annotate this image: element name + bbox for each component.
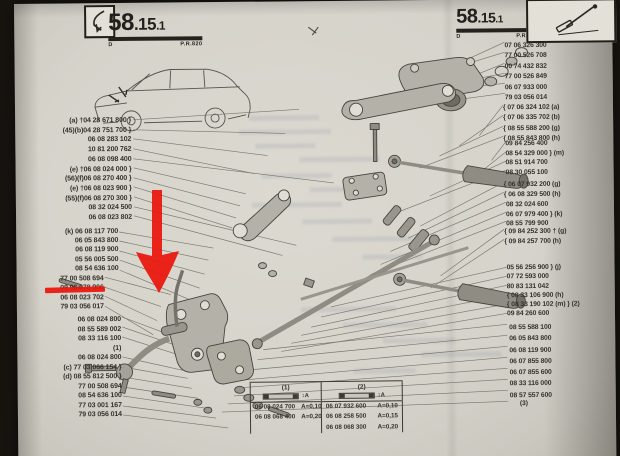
shim-thickness: A=0,20 bbox=[377, 423, 399, 431]
shim-table-2-header: (2) ↕A bbox=[321, 382, 402, 403]
shim-row: 06 08 068 400 A=0,20 bbox=[251, 412, 322, 423]
part-number-row: 06 08 119 900 bbox=[75, 246, 119, 254]
footnote-ref: (3) bbox=[519, 400, 528, 408]
part-number-row: 06 08 024 800 bbox=[77, 353, 122, 362]
shim-tables: (1) ↕A 06 08 024 700 A=0,10 06 08 068 40… bbox=[249, 380, 404, 434]
print-mark-icon bbox=[307, 26, 319, 36]
part-number-row: 09 96 078 906 bbox=[60, 284, 104, 292]
shim-table-2-rows: 06 07 932 600 A=0,10 06 08 258 500 A=0,1… bbox=[322, 401, 402, 433]
shim-part-number: 06 08 024 700 bbox=[254, 403, 296, 411]
part-number-row: { 07 06 335 702 (b) bbox=[503, 113, 560, 121]
shim-part-number: 06 08 258 500 bbox=[325, 413, 367, 421]
part-number-row: 79 03 056 017 bbox=[60, 303, 104, 311]
dimension-label: ↕A bbox=[301, 393, 309, 400]
car-sketch bbox=[94, 68, 251, 132]
shim-part-number: 06 08 068 400 bbox=[254, 413, 296, 422]
part-number-row: { 09 84 257 700 (h) bbox=[504, 237, 562, 245]
catalog-page: 58.15.1 D P.R.820 58.15.1 D P.R.820 bbox=[14, 0, 617, 456]
part-number-row: (a) †04 28 671 800 } bbox=[69, 116, 132, 125]
part-number-row: 08 54 636 100 bbox=[78, 391, 122, 400]
dimension-label: ↕A bbox=[377, 392, 385, 399]
shim-row: 06 08 068 300 A=0,20 bbox=[322, 422, 402, 433]
exploded-parts bbox=[58, 47, 529, 418]
shim-thickness: A=0,10 bbox=[301, 403, 322, 411]
table-label: (2) bbox=[357, 383, 366, 391]
part-number-row: 08 30 055 100 bbox=[505, 168, 548, 176]
part-number-row: 09 84 260 600 bbox=[506, 310, 550, 318]
right-parts-column-b: { 07 06 324 102 (a){ 07 06 335 702 (b) bbox=[503, 102, 609, 122]
table-label: (1) bbox=[281, 384, 290, 392]
shim-row: 06 08 258 500 A=0,15 bbox=[322, 412, 402, 423]
shim-icon bbox=[262, 393, 299, 400]
part-number-row: 06 08 024 800 bbox=[77, 315, 122, 324]
shim-row: 06 07 932 600 A=0,10 bbox=[322, 401, 402, 412]
part-number-row: { 06 08 329 500 (h) bbox=[503, 190, 561, 198]
part-number-row: 79 03 056 014 bbox=[78, 410, 122, 419]
part-number-row: 06 08 023 802 bbox=[88, 213, 133, 222]
shim-thickness: A=0,20 bbox=[301, 413, 322, 421]
shim-thickness: A=0,15 bbox=[377, 412, 399, 420]
right-parts-column-e: { 06 07 932 200 (g){ 06 08 329 500 (h) bbox=[504, 179, 610, 199]
shim-part-number: 06 08 068 300 bbox=[326, 423, 367, 431]
shim-icon bbox=[338, 392, 375, 399]
pedal-lever-icon bbox=[525, 0, 617, 44]
part-number-row: 06 08 098 400 bbox=[87, 155, 132, 164]
shim-table-1: (1) ↕A 06 08 024 700 A=0,10 06 08 068 40… bbox=[249, 382, 323, 434]
shim-table-2: (2) ↕A 06 07 932 600 A=0,10 06 08 258 50… bbox=[321, 381, 404, 434]
exploded-steering-linkage-diagram bbox=[58, 26, 529, 429]
part-number-row: 08 33 116 100 bbox=[78, 334, 122, 343]
left-parts-column-a: (a) †04 28 671 800 }(45)(b)04 28 751 700… bbox=[23, 116, 133, 224]
right-parts-column-g: { 09 84 252 300 † (g){ 09 84 257 700 (h) bbox=[504, 226, 610, 246]
shim-part-number: 06 07 932 600 bbox=[325, 402, 367, 411]
shim-table-1-header: (1) ↕A bbox=[250, 383, 321, 403]
part-number-row: (d) 08 55 812 500 } bbox=[63, 372, 122, 381]
reverse-page-ghosting bbox=[239, 115, 502, 374]
hook-mark-icon bbox=[84, 5, 116, 39]
shim-thickness: A=0,10 bbox=[377, 402, 398, 410]
right-column-footnote: (3) bbox=[520, 400, 560, 407]
shim-table-1-rows: 06 08 024 700 A=0,10 06 08 068 400 A=0,2… bbox=[251, 402, 322, 423]
shim-row: 06 08 024 700 A=0,10 bbox=[251, 402, 322, 413]
part-number-row: (e) †06 08 023 900 } bbox=[69, 184, 132, 193]
part-number-row: 08 54 636 100 bbox=[75, 264, 119, 273]
